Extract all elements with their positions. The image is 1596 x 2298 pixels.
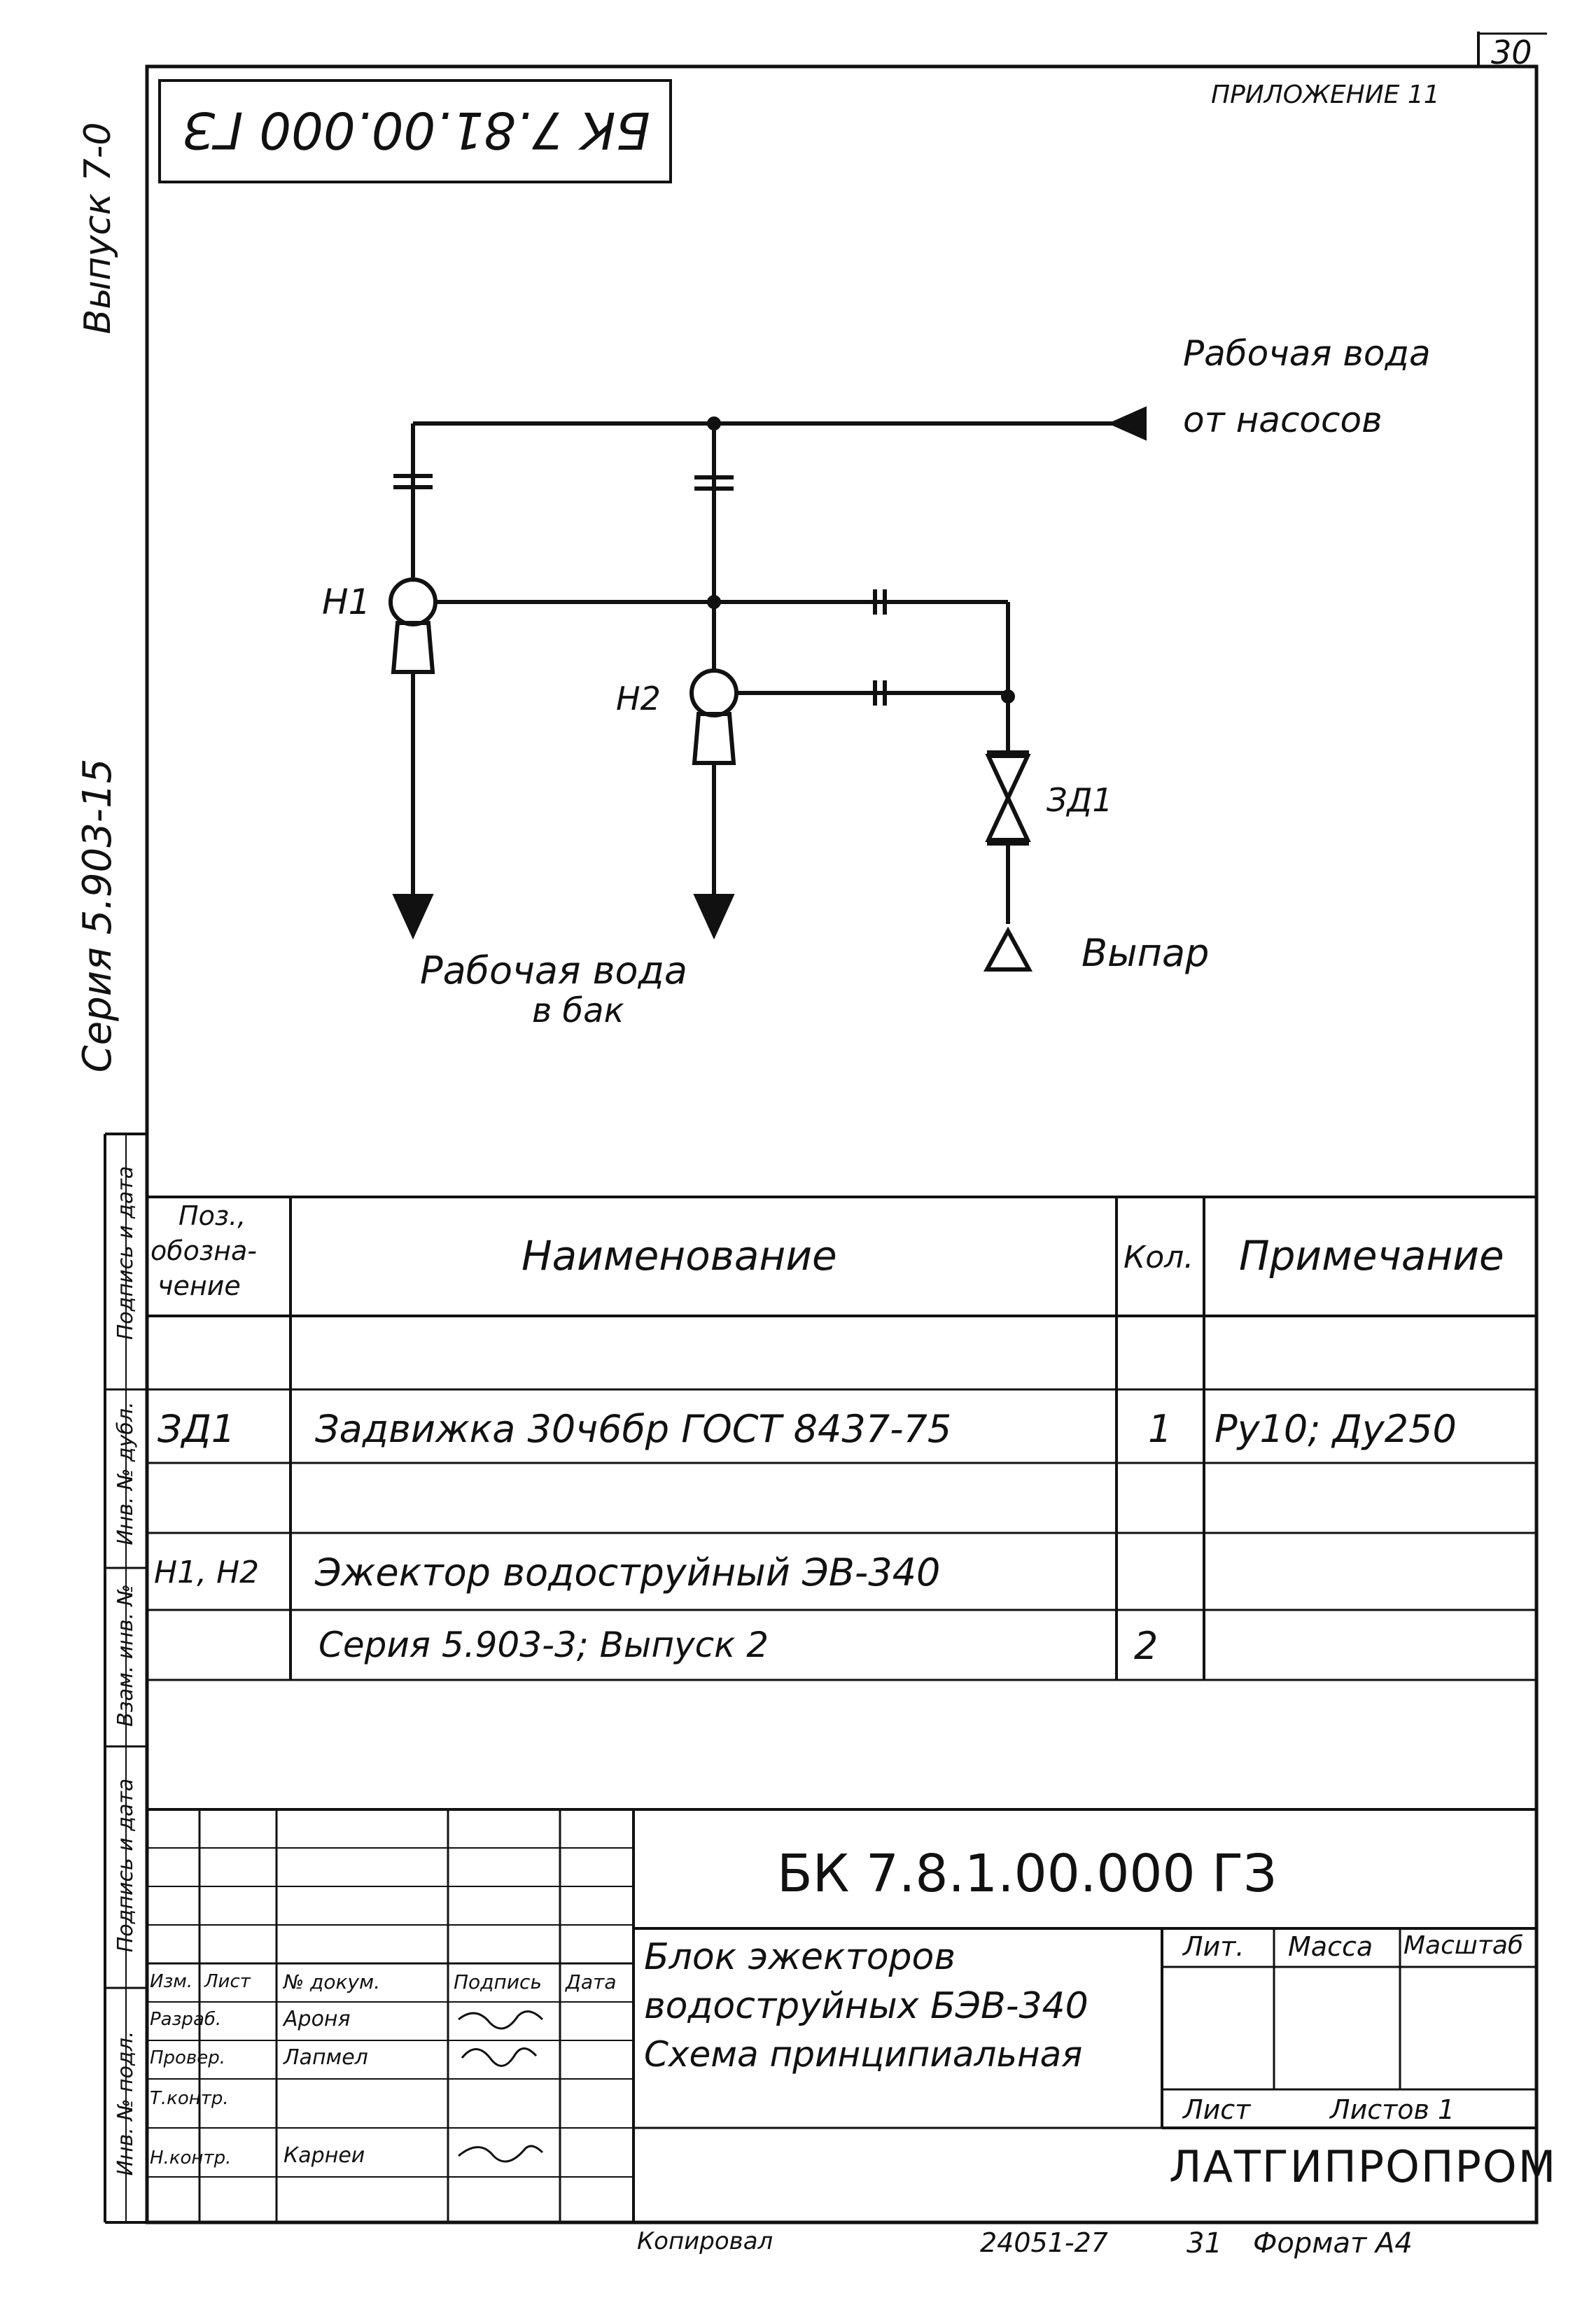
outlet-label-line1: Рабочая вода xyxy=(420,948,687,993)
title-col-lit: Лит. xyxy=(1183,1931,1245,1962)
sign-header-doc: № докум. xyxy=(284,1970,381,1994)
vapor-label: Выпар xyxy=(1082,931,1210,975)
outlet-label-line2: в бак xyxy=(532,991,624,1030)
title-col-scale: Масштаб xyxy=(1404,1931,1524,1960)
spec-header-pos-3: чение xyxy=(158,1270,241,1301)
appendix-label: ПРИЛОЖЕНИЕ 11 xyxy=(1211,80,1440,109)
outlet-arrow-h1 xyxy=(392,894,434,940)
title-sheets-label: Листов 1 xyxy=(1330,2094,1455,2125)
spec-header-note: Примечание xyxy=(1239,1232,1504,1280)
sign-row2-name: Лапмел xyxy=(284,2045,368,2070)
page-number: 30 xyxy=(1491,34,1532,71)
spec-row1-pos: ЗД1 xyxy=(158,1407,236,1451)
ejector-h1-label: Н1 xyxy=(322,582,371,622)
spec-header-name: Наименование xyxy=(522,1232,837,1280)
footer-format: Формат А4 xyxy=(1253,2227,1413,2260)
title-col-mass: Масса xyxy=(1288,1931,1373,1962)
sign-header-sheet: Лист xyxy=(204,1971,251,1992)
spec-row1-note: Ру10; Ду250 xyxy=(1214,1407,1457,1451)
outlet-arrow-h2 xyxy=(693,894,735,940)
sign-row4-role: Н.контр. xyxy=(150,2148,232,2169)
spec-row2-pos: Н1, Н2 xyxy=(154,1555,260,1590)
inlet-label-line1: Рабочая вода xyxy=(1183,333,1431,374)
valve-zd1-label: ЗД1 xyxy=(1046,781,1113,819)
spec-row1-qty: 1 xyxy=(1148,1407,1172,1451)
ejector-h2-label: Н2 xyxy=(616,680,661,717)
sign-header-date: Дата xyxy=(566,1970,617,1994)
vapor-outlet-arrow xyxy=(983,926,1033,972)
spec-row3-name: Серия 5.903-3; Выпуск 2 xyxy=(318,1625,769,1665)
sign-row1-role: Разраб. xyxy=(150,2009,222,2030)
spec-header-pos-2: обозна- xyxy=(150,1235,257,1266)
inlet-arrow xyxy=(1107,406,1147,441)
spec-header-qty: Кол. xyxy=(1124,1240,1194,1275)
footer-sheet-no: 31 xyxy=(1186,2227,1222,2260)
title-name-line3: Схема принципиальная xyxy=(644,2034,1083,2075)
sign-row1-name: Ароня xyxy=(284,2007,351,2031)
spec-row2-name: Эжектор водоструйный ЭВ-340 xyxy=(315,1550,941,1595)
inlet-label-line2: от насосов xyxy=(1183,400,1382,440)
spec-row3-qty: 2 xyxy=(1134,1624,1158,1668)
sign-row3-role: Т.контр. xyxy=(150,2088,229,2109)
title-company: ЛАТГИПРОПРОМ xyxy=(1169,2141,1558,2192)
title-sheet-label: Лист xyxy=(1183,2094,1251,2125)
spec-row1-name: Задвижка 30ч6бр ГОСТ 8437-75 xyxy=(315,1407,952,1451)
sign-header-change: Изм. xyxy=(150,1971,193,1992)
title-doc-code: БК 7.8.1.00.000 ГЗ xyxy=(777,1844,1277,1904)
footer-copied: Копировал xyxy=(637,2227,774,2255)
piping-schematic xyxy=(388,406,1147,972)
sign-header-signature: Подпись xyxy=(454,1970,542,1994)
spec-header-pos-1: Поз., xyxy=(178,1200,246,1231)
title-name-line1: Блок эжекторов xyxy=(644,1936,956,1978)
sign-row4-name: Карнеи xyxy=(284,2143,365,2168)
footer-order: 24051-27 xyxy=(980,2227,1108,2258)
title-name-line2: водоструйных БЭВ-340 xyxy=(644,1985,1088,2027)
sign-row2-role: Провер. xyxy=(150,2047,226,2068)
